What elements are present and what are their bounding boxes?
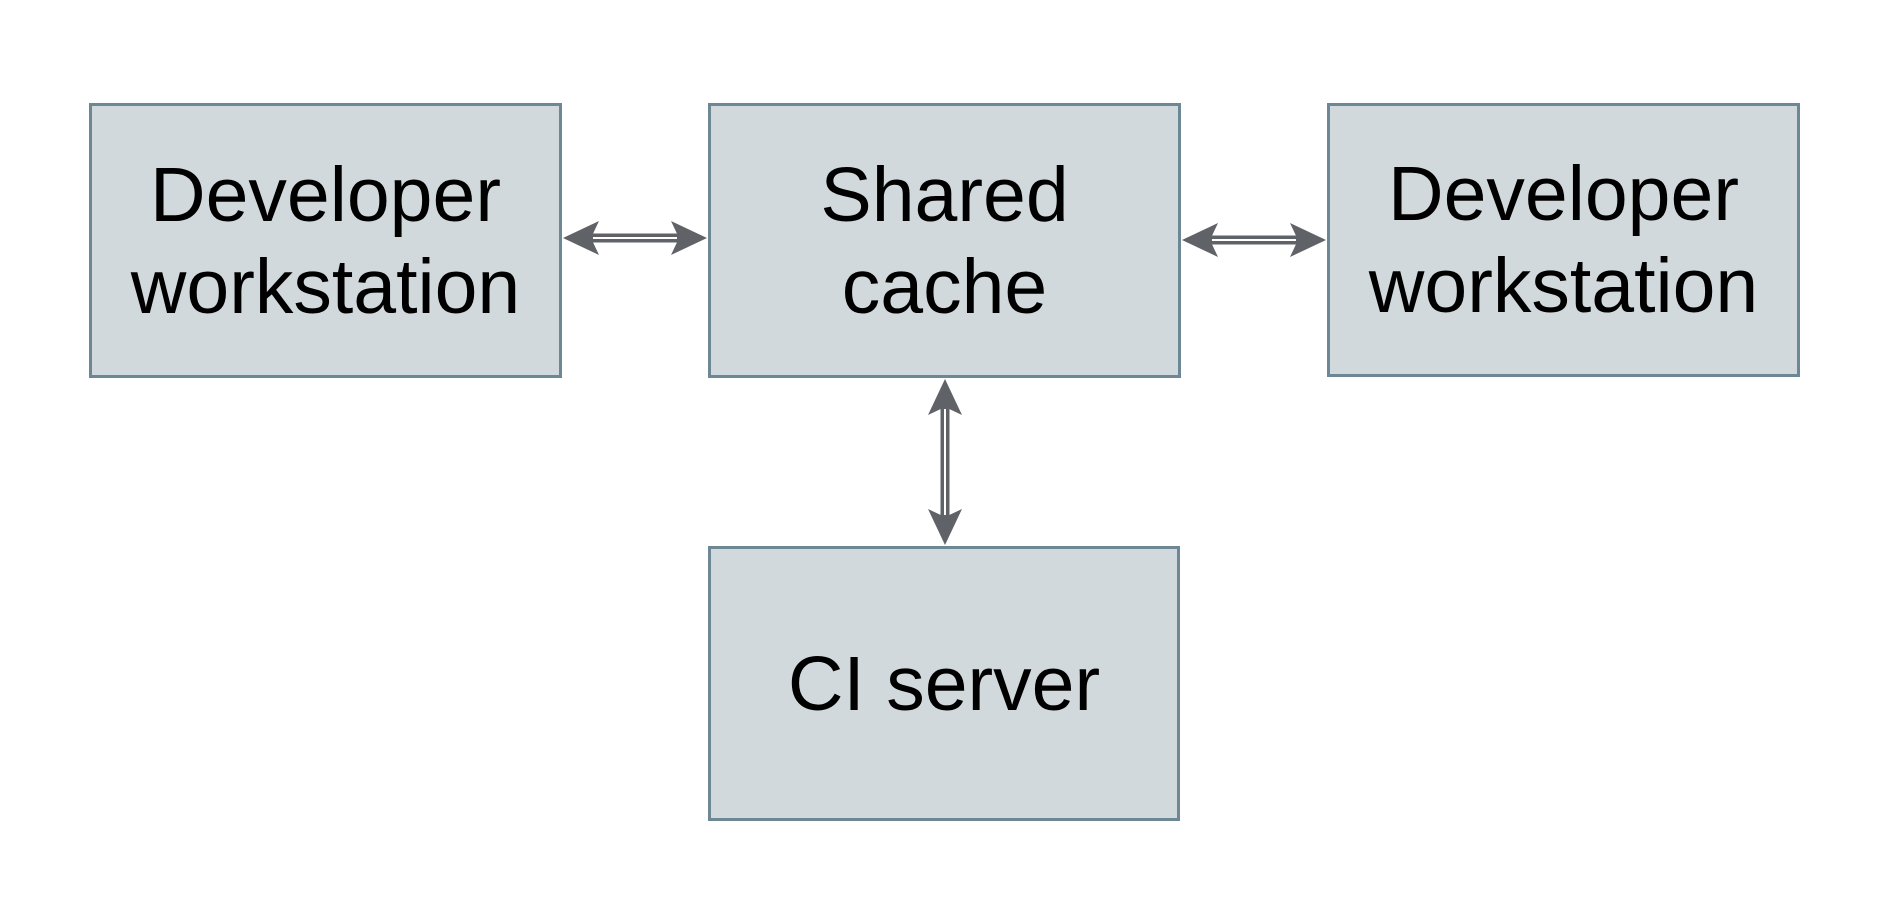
bidirectional-arrow-vertical-icon	[928, 379, 962, 545]
arrow-stripe	[944, 409, 946, 515]
arrowhead	[1290, 223, 1326, 257]
bidirectional-arrow-left-icon	[563, 221, 707, 255]
arrowhead	[563, 221, 599, 255]
node-label-line: Shared	[820, 151, 1069, 238]
node-label-line: Developer	[1388, 151, 1739, 237]
node-label-line: Developer	[150, 151, 501, 238]
node-label-line: workstation	[1368, 243, 1759, 329]
node-developer-workstation-left: Developer workstation	[89, 103, 562, 378]
arrowhead	[671, 221, 707, 255]
node-label-line: cache	[841, 243, 1048, 330]
arrow-stripe	[1212, 239, 1296, 241]
node-ci-server: CI server	[708, 546, 1180, 821]
node-label-line: workstation	[130, 243, 521, 330]
bidirectional-arrow-right-icon	[1182, 223, 1326, 257]
arrowhead	[928, 509, 962, 545]
node-label-line: CI server	[787, 640, 1101, 727]
arrowhead	[1182, 223, 1218, 257]
node-developer-workstation-right: Developer workstation	[1327, 103, 1800, 377]
arrowhead	[928, 379, 962, 415]
arrow-stripe	[593, 237, 677, 239]
node-shared-cache: Shared cache	[708, 103, 1181, 378]
